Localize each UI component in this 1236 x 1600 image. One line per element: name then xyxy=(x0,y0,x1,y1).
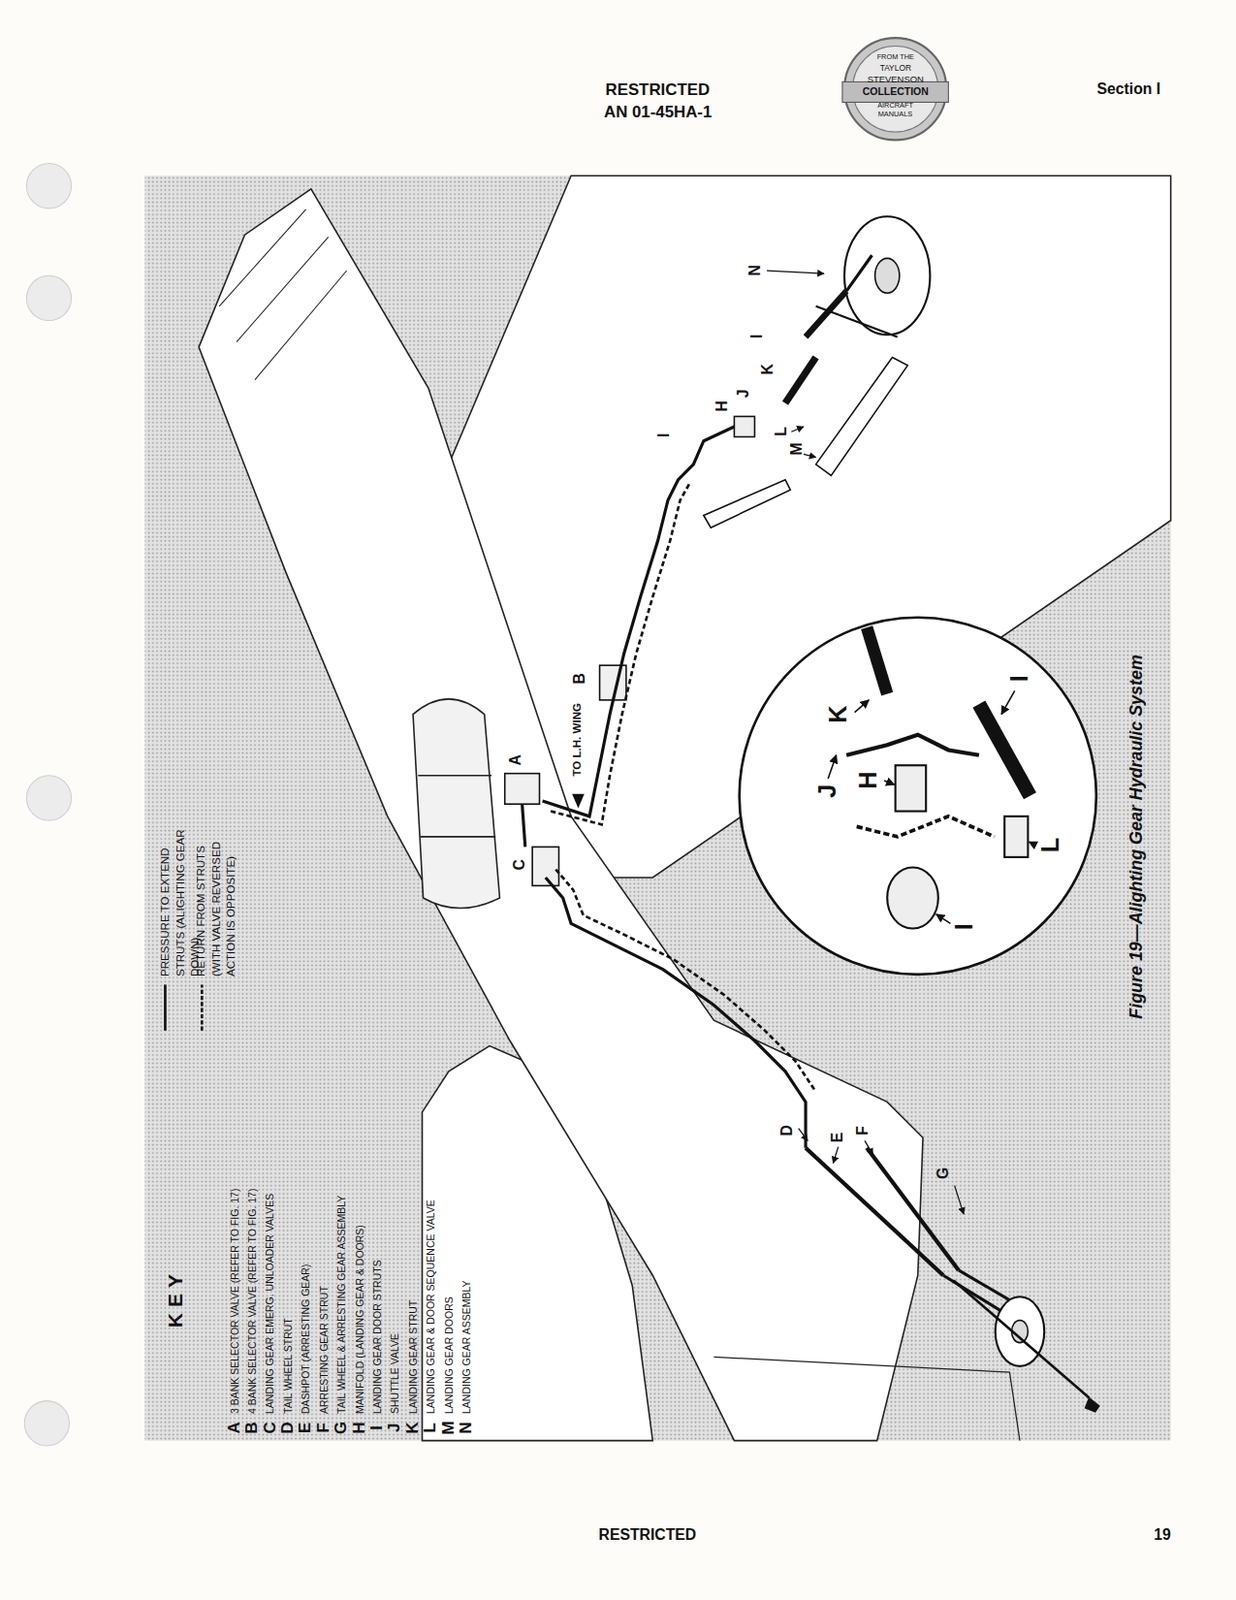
direction-arrow xyxy=(571,793,585,809)
key-description: LANDING GEAR STRUT xyxy=(407,1299,420,1414)
callout-letter: J xyxy=(816,783,841,797)
stamp-text: FROM THE xyxy=(877,53,915,63)
callout-letter: D xyxy=(778,1124,794,1136)
key-description: LANDING GEAR EMERG. UNLOADER VALVES xyxy=(263,1193,277,1414)
key-description: 4 BANK SELECTOR VALVE (REFER TO FIG. 17) xyxy=(246,1188,259,1414)
key-letter: G xyxy=(333,1421,350,1434)
stamp-text: TAYLOR xyxy=(880,63,912,73)
key-description: LANDING GEAR DOOR STRUTS xyxy=(371,1259,384,1414)
callout-letter: F xyxy=(855,1125,871,1136)
callout-letter: M xyxy=(789,442,805,455)
key-description: TAIL WHEEL STRUT xyxy=(282,1317,295,1414)
key-description: TAIL WHEEL & ARRESTING GEAR ASSEMBLY xyxy=(335,1195,349,1414)
valve-symbol xyxy=(505,665,627,886)
punch-hole xyxy=(24,163,71,1446)
key-description: ARRESTING GEAR STRUT xyxy=(317,1285,331,1414)
key-letter: D xyxy=(280,1422,297,1434)
callout-letter: L xyxy=(1038,836,1063,852)
key-heading: KEY xyxy=(165,1267,187,1328)
header-text: RESTRICTED xyxy=(605,80,711,100)
main-gear xyxy=(703,216,931,528)
legend-solid-sample xyxy=(163,983,167,1030)
key-letter: A xyxy=(226,1422,244,1434)
legend-text: RETURN FROM STRUTS (WITH VALVE REVERSED … xyxy=(193,812,240,976)
callout-letter: L xyxy=(773,426,790,437)
key-letter: K xyxy=(405,1422,422,1434)
key-description: LANDING GEAR & DOOR SEQUENCE VALVE xyxy=(424,1199,438,1414)
detail-inset xyxy=(739,617,1097,975)
stamp-text: COLLECTION xyxy=(862,85,929,98)
callout-letter: E xyxy=(830,1132,847,1143)
key-description: 3 BANK SELECTOR VALVE (REFER TO FIG. 17) xyxy=(228,1188,242,1414)
key-letter: J xyxy=(386,1423,404,1432)
key-description: LANDING GEAR ASSEMBLY xyxy=(460,1280,474,1415)
line-note: TO L.H. WING xyxy=(571,702,584,777)
stamp-text: AIRCRAFT xyxy=(877,101,914,111)
key-description: DASHPOT (ARRESTING GEAR) xyxy=(299,1264,313,1414)
key-letter: F xyxy=(316,1423,333,1433)
callout-letter: H xyxy=(856,771,882,790)
callout-letter: A xyxy=(507,754,524,765)
legend-dashed-sample xyxy=(200,983,204,1030)
stamp-text: MANUALS xyxy=(878,110,914,120)
callout-letter: K xyxy=(759,363,775,375)
callout-letter: K xyxy=(825,704,851,723)
key-letter: H xyxy=(350,1422,368,1434)
callout-letter: I xyxy=(950,922,976,930)
callout-letter: G xyxy=(935,1167,951,1179)
callout-letter: I xyxy=(749,334,765,339)
callout-letter: H xyxy=(714,400,730,412)
figure-caption: Figure 19—Alighting Gear Hydraulic Syste… xyxy=(1128,654,1146,1018)
key-letter: L xyxy=(422,1423,440,1433)
collection-stamp xyxy=(842,37,949,140)
key-description: SHUTTLE VALVE xyxy=(388,1332,402,1414)
key-description: MANIFOLD (LANDING GEAR & DOORS) xyxy=(353,1224,367,1414)
page-number: 19 xyxy=(1153,1525,1172,1545)
key-letter: M xyxy=(440,1421,457,1435)
callout-letter: I xyxy=(656,433,672,438)
callout-letter: B xyxy=(571,672,588,684)
key-letter: E xyxy=(297,1422,315,1433)
callout-letter: C xyxy=(511,858,528,870)
callout-letter: N xyxy=(747,264,763,276)
key-letter: C xyxy=(261,1422,279,1434)
key-letter: N xyxy=(458,1422,476,1434)
stippled-ground xyxy=(144,175,1171,1440)
callout-letter: J xyxy=(735,389,752,399)
key-description: LANDING GEAR DOORS xyxy=(443,1296,456,1414)
key-letter: B xyxy=(244,1422,261,1434)
stamp-text: STEVENSON xyxy=(867,73,924,85)
callout-letter: I xyxy=(1007,674,1032,682)
section-text: Section I xyxy=(1097,80,1162,99)
footer-text: RESTRICTED xyxy=(599,1525,698,1545)
header-text: AN 01-45HA-1 xyxy=(603,102,712,123)
tail-gear xyxy=(805,1147,1100,1412)
key-letter: I xyxy=(369,1425,386,1430)
airframe xyxy=(198,175,1172,1440)
